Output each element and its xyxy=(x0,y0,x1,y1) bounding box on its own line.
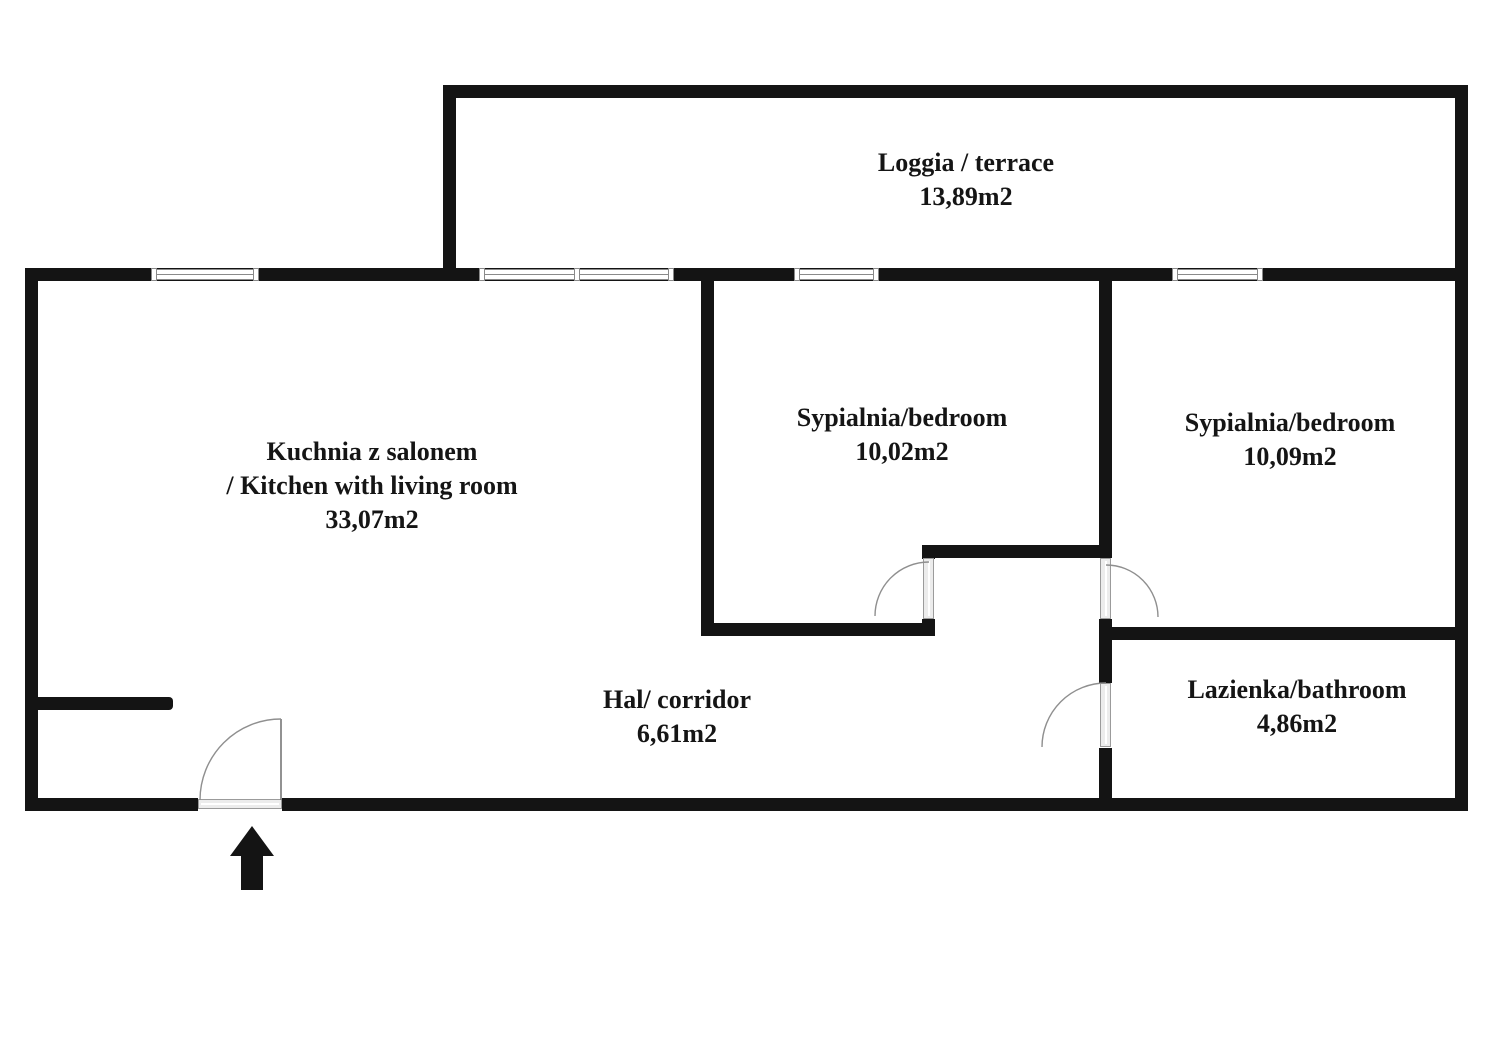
wall-bedroom1-door-jamb-bottom xyxy=(922,619,935,636)
room-label-bedroom1: Sypialnia/bedroom 10,02m2 xyxy=(797,401,1007,469)
room-area: 6,61m2 xyxy=(636,719,718,748)
window-kitchen-left xyxy=(151,268,259,281)
bedroom1-door-swing-arc xyxy=(874,561,930,617)
wall-between-bedrooms xyxy=(1099,281,1112,558)
room-label-bathroom: Lazienka/bathroom 4,86m2 xyxy=(1187,673,1406,741)
wall-apartment-top xyxy=(25,268,1468,281)
room-name-en: / Kitchen with living room xyxy=(226,471,518,500)
window-glass-line xyxy=(796,273,877,275)
entrance-door-threshold xyxy=(198,799,282,809)
wall-loggia-left xyxy=(443,85,456,281)
bathroom-door-swing-arc xyxy=(1041,682,1107,748)
door-stripe xyxy=(1104,686,1107,744)
door-stripe xyxy=(201,803,279,805)
room-area: 4,86m2 xyxy=(1256,709,1338,738)
bedroom2-door-swing-arc xyxy=(1105,564,1159,618)
window-cap xyxy=(668,268,674,281)
window-bedroom1 xyxy=(794,268,879,281)
wall-bedroom1-notch-north xyxy=(922,545,1110,558)
window-cap xyxy=(794,268,800,281)
window-cap xyxy=(253,268,259,281)
room-name: Lazienka/bathroom xyxy=(1187,675,1407,704)
window-mullion xyxy=(573,268,580,281)
room-label-bedroom2: Sypialnia/bedroom 10,09m2 xyxy=(1185,406,1395,474)
entrance-door-swing-arc xyxy=(199,718,282,801)
room-area: 33,07m2 xyxy=(325,505,419,534)
room-area: 10,02m2 xyxy=(855,437,949,466)
bedroom1-door xyxy=(923,558,934,619)
wall-bathroom-west-lower xyxy=(1099,748,1112,811)
room-name: Sypialnia/bedroom xyxy=(1184,408,1396,437)
window-cap xyxy=(873,268,879,281)
wall-bedroom1-south xyxy=(701,623,934,636)
window-cap xyxy=(479,268,485,281)
wall-bathroom-west-upper xyxy=(1099,640,1112,683)
room-name: Loggia / terrace xyxy=(877,148,1055,177)
window-glass-line xyxy=(1174,273,1261,275)
door-stripe xyxy=(927,561,930,616)
wall-apartment-left xyxy=(25,268,38,811)
door-stripe xyxy=(1104,561,1107,616)
wall-bottom-right-of-entrance xyxy=(282,798,1468,811)
wall-kitchen-stub xyxy=(25,697,173,710)
entrance-arrow-icon xyxy=(230,826,274,890)
wall-loggia-top xyxy=(443,85,1468,98)
wall-bathroom-north xyxy=(1099,627,1468,640)
window-cap xyxy=(1172,268,1178,281)
room-area: 13,89m2 xyxy=(919,182,1013,211)
window-kitchen-wide xyxy=(479,268,674,281)
room-label-loggia: Loggia / terrace 13,89m2 xyxy=(878,146,1054,214)
room-name: Hal/ corridor xyxy=(602,685,752,714)
room-area: 10,09m2 xyxy=(1243,442,1337,471)
window-cap xyxy=(1257,268,1263,281)
wall-bottom-left-of-entrance xyxy=(25,798,198,811)
room-name: Sypialnia/bedroom xyxy=(796,403,1008,432)
room-name-pl: Kuchnia z salonem xyxy=(266,437,478,466)
window-cap xyxy=(151,268,157,281)
bedroom2-door xyxy=(1100,558,1111,619)
room-label-kitchen: Kuchnia z salonem / Kitchen with living … xyxy=(226,435,517,537)
window-glass-line xyxy=(153,273,257,275)
wall-bedroom1-door-jamb-top xyxy=(922,545,935,559)
room-label-hall: Hal/ corridor 6,61m2 xyxy=(603,683,751,751)
window-bedroom2 xyxy=(1172,268,1263,281)
wall-bedroom1-west xyxy=(701,281,714,636)
